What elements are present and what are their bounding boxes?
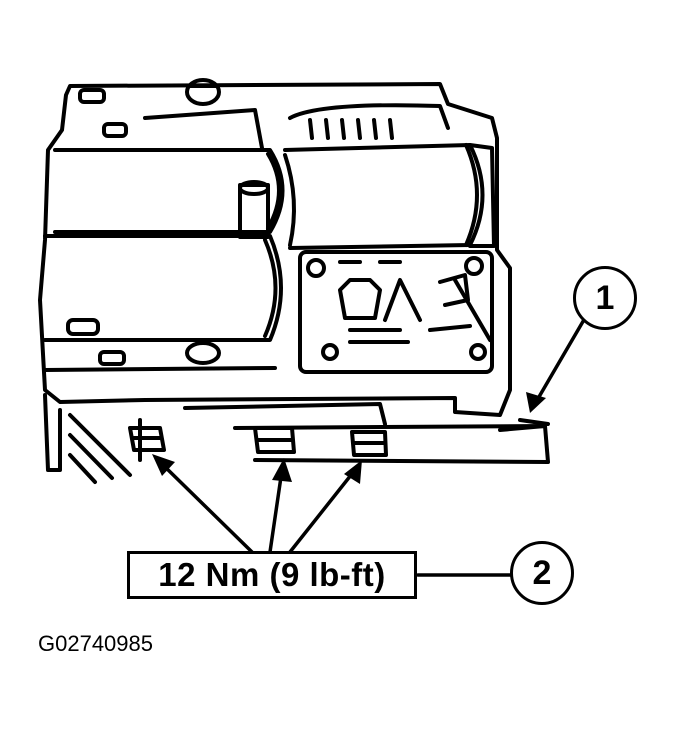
bolt-right [350, 430, 388, 457]
solenoid-lower-left [43, 234, 283, 372]
bolt-center [253, 426, 296, 454]
torque-spec-label: 12 Nm (9 lb-ft) [127, 551, 417, 599]
figure-id: G02740985 [38, 631, 153, 656]
leader-line-bolt-left [158, 460, 254, 554]
arrowhead-bolt-center [272, 458, 292, 482]
bolt-left [128, 426, 166, 452]
leader-line-bolt-center [268, 468, 284, 554]
mounting-plate [298, 250, 494, 374]
callout-1: 1 [573, 266, 637, 330]
leader-line-bolt-right [288, 468, 357, 554]
arrowhead-1 [526, 392, 546, 413]
leader-line-1 [534, 316, 587, 404]
housing-outline [38, 78, 512, 417]
callout-2: 2 [510, 541, 574, 605]
solenoid-upper-right [283, 103, 496, 250]
arrowhead-bolt-left [152, 454, 175, 476]
lower-rail [43, 393, 550, 484]
solenoid-upper-left [53, 108, 285, 239]
arrowhead-bolt-right [344, 460, 362, 484]
